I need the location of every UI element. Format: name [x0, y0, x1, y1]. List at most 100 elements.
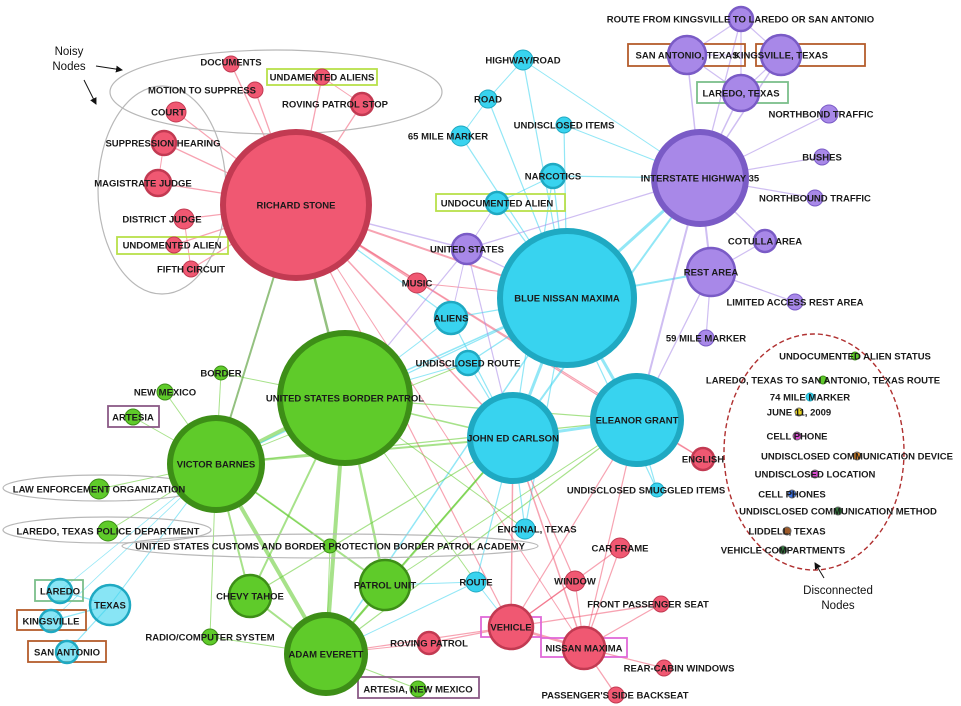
node-border[interactable] [213, 365, 229, 381]
node-john[interactable] [467, 392, 559, 484]
node-patrol-unit[interactable] [358, 558, 412, 612]
node-label-highway-road: HIGHWAY/ROAD [485, 56, 560, 67]
node-narcotics[interactable] [539, 162, 567, 190]
node-kingsville-tx[interactable] [759, 33, 803, 77]
node-d10[interactable] [782, 526, 792, 536]
node-d5[interactable] [792, 431, 802, 441]
node-i35[interactable] [651, 129, 749, 227]
node-d9[interactable] [833, 506, 843, 516]
node-d7[interactable] [810, 469, 820, 479]
node-laredo[interactable] [46, 577, 74, 605]
node-label-d10: LIDDELL, TEXAS [748, 527, 825, 538]
node-label-m65: 65 MILE MARKER [408, 132, 488, 143]
node-kingsville[interactable] [38, 608, 64, 634]
node-chevy[interactable] [227, 573, 273, 619]
node-adam[interactable] [284, 612, 368, 696]
node-highway-road[interactable] [512, 49, 534, 71]
node-label-kingsville-tx: KINGSVILLE, TEXAS [734, 51, 828, 62]
node-documents[interactable] [222, 55, 240, 73]
node-undocumented-alien[interactable] [484, 190, 510, 216]
node-label-d8: CELL PHONES [758, 490, 825, 501]
node-laredo-tx[interactable] [721, 73, 761, 113]
node-laredo-police[interactable] [97, 520, 119, 542]
node-magistrate[interactable] [143, 168, 173, 198]
node-label-m59: 59 MILE MARKER [666, 334, 746, 345]
node-texas[interactable] [88, 583, 132, 627]
node-san-antonio[interactable] [54, 639, 80, 665]
node-road[interactable] [478, 89, 498, 109]
node-label-adam: ADAM EVERETT [289, 650, 364, 661]
node-label-aliens: ALIENS [434, 314, 469, 325]
node-roving-stop[interactable] [349, 91, 375, 117]
node-d11[interactable] [778, 545, 788, 555]
node-artesia-nm[interactable] [409, 680, 427, 698]
node-fifth[interactable] [182, 260, 200, 278]
edge-vehicle-front_seat [510, 603, 662, 628]
node-d4[interactable] [794, 407, 804, 417]
node-route-kingsville[interactable] [727, 5, 755, 33]
node-undisclosed-items[interactable] [555, 116, 573, 134]
node-d3[interactable] [805, 392, 815, 402]
node-undomented[interactable] [165, 236, 183, 254]
node-cotulla[interactable] [752, 228, 778, 254]
node-english[interactable] [690, 446, 716, 472]
node-northbond[interactable] [819, 104, 839, 124]
node-aliens[interactable] [433, 300, 469, 336]
node-label-laredo-police: LAREDO, TEXAS POLICE DEPARTMENT [17, 527, 200, 538]
node-motion[interactable] [246, 81, 264, 99]
node-label-route: ROUTE [459, 578, 492, 589]
node-label-bushes: BUSHES [802, 153, 842, 164]
node-label-radio: RADIO/COMPUTER SYSTEM [145, 633, 274, 644]
node-roving-patrol[interactable] [416, 630, 442, 656]
node-label-artesia: ARTESIA [112, 413, 154, 424]
node-label-english: ENGLISH [682, 455, 724, 466]
node-label-richard-stone: RICHARD STONE [257, 201, 336, 212]
node-label-blue-nissan: BLUE NISSAN MAXIMA [514, 294, 620, 305]
node-m59[interactable] [697, 329, 715, 347]
node-usbp[interactable] [277, 330, 413, 466]
node-undamented[interactable] [313, 68, 331, 86]
node-car-frame[interactable] [609, 537, 631, 559]
node-rear-cabin[interactable] [655, 659, 673, 677]
node-blue-nissan[interactable] [497, 228, 637, 368]
node-richard-stone[interactable] [220, 129, 372, 281]
node-academy[interactable] [322, 538, 338, 554]
node-label-san-antonio: SAN ANTONIO [34, 648, 100, 659]
node-artesia[interactable] [124, 408, 142, 426]
node-court[interactable] [165, 101, 187, 123]
node-law-enf[interactable] [88, 478, 110, 500]
node-d8[interactable] [787, 489, 797, 499]
node-undisclosed-route[interactable] [454, 349, 482, 377]
node-district[interactable] [173, 208, 195, 230]
node-music[interactable] [406, 272, 428, 294]
node-label-new-mexico: NEW MEXICO [134, 388, 196, 399]
node-nissan-maxima[interactable] [561, 625, 607, 671]
node-backseat[interactable] [607, 686, 625, 704]
node-d2[interactable] [818, 375, 828, 385]
node-limited-rest[interactable] [786, 293, 804, 311]
node-bushes[interactable] [813, 148, 831, 166]
node-label-northbond: NORTHBOND TRAFFIC [768, 110, 873, 121]
node-united-states[interactable] [450, 232, 484, 266]
node-label-northbound: NORTHBOUND TRAFFIC [759, 194, 871, 205]
node-d6[interactable] [852, 451, 862, 461]
node-window[interactable] [564, 570, 586, 592]
node-san-antonio-tx[interactable] [666, 34, 708, 76]
node-d1[interactable] [850, 351, 860, 361]
node-northbound[interactable] [806, 189, 824, 207]
node-vehicle[interactable] [487, 603, 535, 651]
node-label-narcotics: NARCOTICS [525, 172, 581, 183]
node-new-mexico[interactable] [156, 383, 174, 401]
node-route[interactable] [465, 571, 487, 593]
node-label-san-antonio-tx: SAN ANTONIO, TEXAS [636, 51, 739, 62]
node-eleanor[interactable] [590, 373, 684, 467]
node-suppression[interactable] [150, 129, 178, 157]
node-front-seat[interactable] [652, 595, 670, 613]
node-radio[interactable] [201, 628, 219, 646]
node-smuggled[interactable] [649, 482, 665, 498]
node-m65[interactable] [450, 125, 472, 147]
node-rest-area[interactable] [685, 246, 737, 298]
node-victor[interactable] [167, 415, 265, 513]
node-encinal[interactable] [514, 518, 536, 540]
